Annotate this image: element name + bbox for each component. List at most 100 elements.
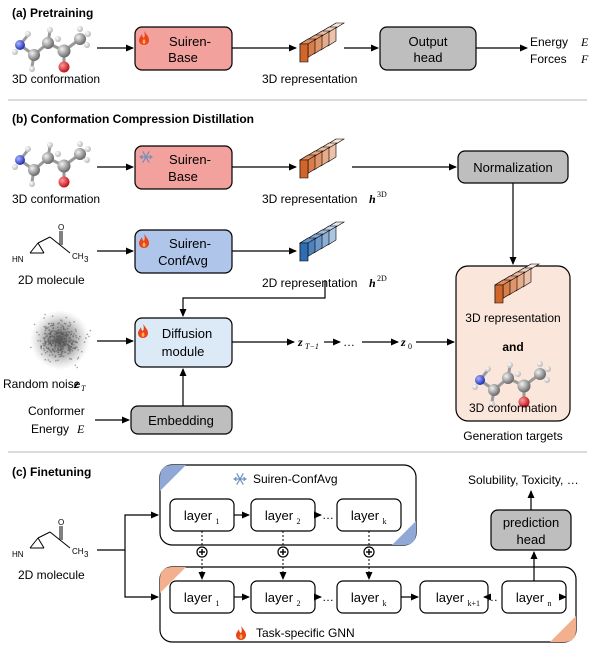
molecule-2d-icon — [29, 230, 71, 254]
o-label: O — [58, 518, 64, 527]
conformer-line1: Conformer — [28, 404, 85, 418]
frozen-title: Suiren-ConfAvg — [253, 472, 338, 486]
panel-b-title: (b) Conformation Compression Distillatio… — [12, 112, 254, 126]
gnn-title: Task-specific GNN — [256, 626, 355, 640]
arrow — [179, 280, 326, 317]
o-label: O — [58, 223, 64, 232]
layer-label: layer — [265, 590, 294, 605]
arrow — [97, 511, 159, 551]
molecule-3d-icon — [10, 24, 93, 74]
nh-label: HN — [12, 255, 24, 264]
layer-sub: k — [383, 599, 387, 608]
targets-caption: Generation targets — [463, 429, 562, 443]
ellipsis: … — [486, 590, 498, 604]
model-line2: Base — [168, 169, 198, 184]
molecule-3d-icon — [10, 139, 93, 189]
row2-rep-label: 2D representation — [262, 276, 357, 290]
embedding-label: Embedding — [148, 413, 214, 428]
h2d-symbol: h — [369, 276, 376, 290]
energy-label: Energy — [530, 35, 568, 49]
plus-icon — [196, 546, 208, 558]
ellipsis: … — [322, 590, 334, 604]
layer-label: layer — [265, 508, 294, 523]
nh-label: HN — [12, 550, 24, 559]
panel-a-input-label: 3D conformation — [12, 72, 100, 86]
z-prev-sub: T−1 — [305, 342, 319, 351]
layer-label: layer — [436, 590, 465, 605]
pred-head-line2: head — [517, 532, 546, 547]
ch3-label: CH — [72, 547, 84, 556]
layer-label: layer — [184, 508, 213, 523]
energy-symbol: E — [580, 35, 589, 49]
h3d-sup: 3D — [377, 190, 387, 199]
model-line1: Suiren- — [169, 236, 211, 251]
panel-c-input-label: 2D molecule — [18, 568, 85, 582]
representation-cube-icon — [493, 263, 541, 304]
model-line1: Suiren- — [169, 34, 211, 49]
diff-line2: module — [162, 344, 205, 359]
panel-c-title: (c) Finetuning — [12, 465, 91, 479]
representation-cube-icon — [298, 138, 346, 179]
row1-rep-label: 3D representation — [262, 192, 357, 206]
forces-label: Forces — [530, 52, 567, 66]
target-conf-label: 3D conformation — [469, 401, 557, 415]
plus-icon — [277, 546, 289, 558]
row1-input-label: 3D conformation — [12, 192, 100, 206]
layer-sub: 2 — [297, 599, 301, 608]
layer-sub: 1 — [216, 517, 220, 526]
downstream-tasks: Solubility, Toxicity, … — [468, 473, 579, 487]
layer-label: layer — [516, 590, 545, 605]
head-line1: Output — [408, 34, 447, 49]
noise-label: Random noise — [3, 377, 81, 391]
z-prev-symbol: z — [297, 335, 303, 349]
h2d-sup: 2D — [377, 274, 387, 283]
model-line2: Base — [168, 50, 198, 65]
zT-sub: T — [81, 384, 86, 393]
representation-cube-icon — [298, 221, 346, 262]
layer-sub: k+1 — [468, 599, 481, 608]
representation-cube-icon — [298, 22, 346, 63]
layer-sub: 2 — [297, 517, 301, 526]
target-rep-label: 3D representation — [465, 311, 560, 325]
conformer-symbol: E — [76, 422, 85, 436]
pred-head-line1: prediction — [503, 515, 559, 530]
layer-label: layer — [351, 590, 380, 605]
ch3-sub: 3 — [84, 550, 89, 559]
head-line2: head — [414, 50, 443, 65]
row2-input-label: 2D molecule — [18, 273, 85, 287]
h3d-symbol: h — [369, 192, 376, 206]
arrow — [124, 550, 159, 601]
forces-symbol: F — [580, 52, 589, 66]
normalization-label: Normalization — [473, 160, 552, 175]
target-and: and — [502, 340, 523, 354]
noise-dots — [30, 313, 92, 369]
model-line1: Suiren- — [169, 152, 211, 167]
layer-sub: 1 — [216, 599, 220, 608]
panel-a-rep-label: 3D representation — [262, 72, 357, 86]
conformer-line2: Energy — [31, 422, 69, 436]
plus-icon — [363, 546, 375, 558]
z0-symbol: z — [400, 335, 406, 349]
zT-symbol: z — [73, 377, 79, 391]
diff-line1: Diffusion — [162, 326, 212, 341]
layer-label: layer — [351, 508, 380, 523]
ellipsis: … — [322, 508, 334, 522]
molecule-2d-icon — [29, 525, 71, 549]
ch3-sub: 3 — [84, 255, 89, 264]
embedding-box — [130, 405, 233, 435]
z0-sub: 0 — [408, 342, 412, 351]
layer-label: layer — [184, 590, 213, 605]
panel-a-title: (a) Pretraining — [12, 6, 93, 20]
ch3-label: CH — [72, 252, 84, 261]
model-line2: ConfAvg — [158, 253, 208, 268]
